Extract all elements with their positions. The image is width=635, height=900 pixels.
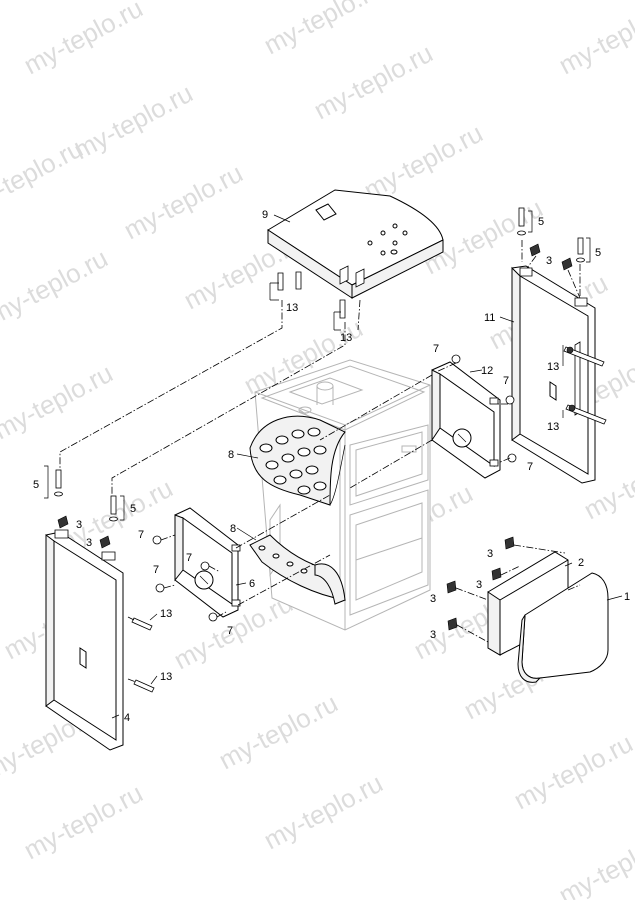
watermark: my-teplo.ru bbox=[19, 0, 148, 80]
watermark: my-teplo.ru bbox=[509, 728, 635, 816]
side-panel-left bbox=[45, 529, 124, 751]
callout-8: 8 bbox=[230, 523, 236, 535]
callout-13: 13 bbox=[160, 608, 172, 620]
front-door-panel bbox=[517, 572, 609, 683]
watermark: my-teplo.ru bbox=[214, 688, 343, 776]
callout-3: 3 bbox=[487, 548, 493, 560]
callout-3: 3 bbox=[546, 255, 552, 267]
assembly-lines bbox=[59, 240, 581, 683]
callout-1: 1 bbox=[624, 591, 630, 603]
insulation-bottom bbox=[249, 534, 346, 605]
callout-6: 6 bbox=[249, 578, 255, 590]
watermark: my-teplo.ru bbox=[19, 778, 148, 866]
callout-5: 5 bbox=[130, 503, 136, 515]
watermark: my-teplo.ru bbox=[0, 358, 118, 446]
callout-7: 7 bbox=[503, 375, 509, 387]
callout-2: 2 bbox=[578, 557, 584, 569]
callout-7: 7 bbox=[433, 343, 439, 355]
watermark: my-teplo.ru bbox=[259, 0, 388, 60]
watermark: my-teplo.ru bbox=[0, 243, 113, 331]
insulation-top bbox=[249, 415, 346, 506]
watermark: my-teplo.ru bbox=[359, 118, 488, 206]
callout-7: 7 bbox=[527, 461, 533, 473]
callout-5: 5 bbox=[33, 479, 39, 491]
callout-5: 5 bbox=[595, 247, 601, 259]
watermark: my-teplo.ru bbox=[0, 133, 88, 221]
watermark: my-teplo.ru bbox=[554, 0, 635, 80]
callout-8: 8 bbox=[228, 449, 234, 461]
callout-13: 13 bbox=[547, 361, 559, 373]
callout-7: 7 bbox=[138, 529, 144, 541]
callout-7: 7 bbox=[153, 564, 159, 576]
callout-7: 7 bbox=[227, 625, 233, 637]
callout-5: 5 bbox=[538, 216, 544, 228]
rear-plate-right bbox=[431, 361, 501, 479]
side-panel-right bbox=[511, 265, 596, 484]
callout-13: 13 bbox=[286, 302, 298, 314]
callout-12: 12 bbox=[481, 365, 493, 377]
callout-7: 7 bbox=[186, 552, 192, 564]
callout-labels: 9 5 5 3 11 13 13 7 12 7 13 13 7 8 5 5 3 … bbox=[33, 209, 630, 724]
insulation-holes bbox=[259, 427, 327, 495]
callout-9: 9 bbox=[262, 209, 268, 221]
watermark: my-teplo.ru bbox=[309, 38, 438, 126]
callout-3: 3 bbox=[86, 537, 92, 549]
callout-3: 3 bbox=[476, 579, 482, 591]
leader-lines bbox=[44, 210, 623, 719]
watermark: my-teplo.ru bbox=[119, 158, 248, 246]
top-cover bbox=[267, 189, 444, 299]
callout-13: 13 bbox=[340, 332, 352, 344]
hardware bbox=[54, 207, 607, 693]
callout-13: 13 bbox=[547, 421, 559, 433]
callout-4: 4 bbox=[124, 712, 130, 724]
callout-3: 3 bbox=[430, 593, 436, 605]
watermark: my-teplo.ru bbox=[554, 823, 635, 900]
callout-3: 3 bbox=[76, 519, 82, 531]
watermark: my-teplo.ru bbox=[259, 768, 388, 856]
callout-11: 11 bbox=[484, 312, 495, 324]
watermark: my-teplo.ru bbox=[69, 78, 198, 166]
callout-13: 13 bbox=[160, 671, 172, 683]
callout-3: 3 bbox=[430, 629, 436, 641]
